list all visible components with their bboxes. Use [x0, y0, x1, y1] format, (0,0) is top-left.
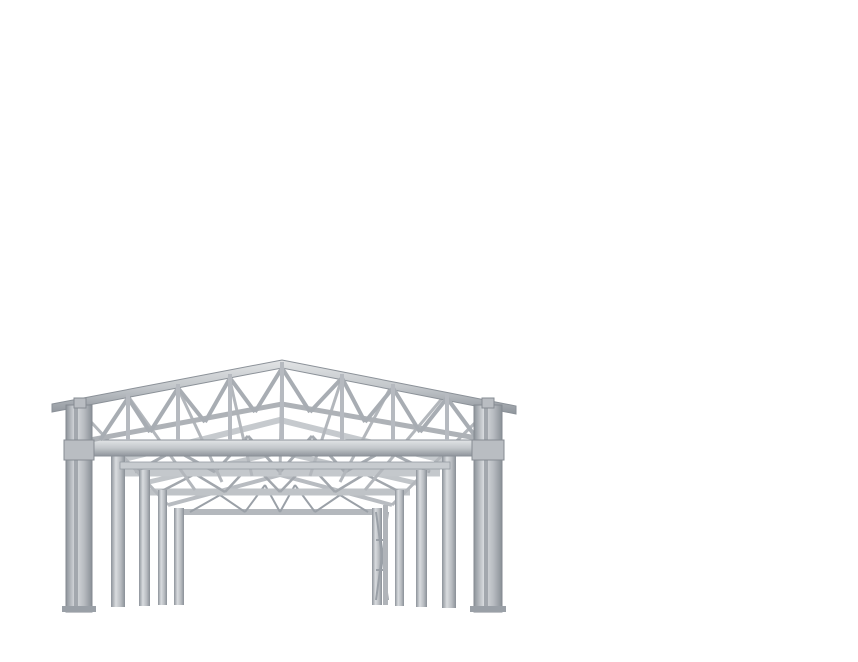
front-frame: [51, 359, 517, 470]
rear-columns: [111, 455, 456, 608]
side-bracing: [375, 505, 389, 605]
knee-plates: [63, 397, 505, 461]
